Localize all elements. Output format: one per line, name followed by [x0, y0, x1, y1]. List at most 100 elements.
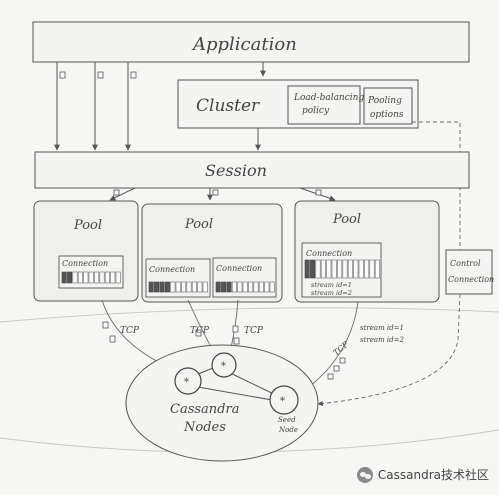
stream-slot [197, 281, 203, 293]
cassandra-node-2 [211, 352, 237, 378]
stream-slot [253, 281, 259, 293]
seed-node-label-line2: Node [278, 426, 298, 434]
stream-slot [242, 281, 248, 293]
pooling-label-line2: options [370, 110, 404, 120]
pool-2-connection-b: Connection [212, 257, 277, 298]
stream-slot [304, 259, 310, 279]
stream-slot [175, 281, 181, 293]
pool-2: Pool Connection Connection [141, 203, 283, 303]
control-to-seed-dashed-line [317, 293, 461, 407]
pooling-label-line1: Pooling [367, 96, 402, 106]
tcp-label-4: TCP [332, 339, 351, 357]
stream-slot [170, 281, 176, 293]
stream-slot [83, 271, 89, 284]
stream-slot [221, 281, 227, 293]
pool-3-stream-1: stream id=1 [311, 281, 352, 289]
control-connection-dashed-line [412, 121, 461, 250]
seed-node-label-line1: Seed [278, 416, 296, 424]
stream-slot [88, 271, 94, 284]
pool-1-connection: Connection [58, 255, 124, 289]
right-stream-1: stream id=1 [360, 324, 404, 332]
stream-slot [237, 281, 243, 293]
pool-2-label: Pool [184, 217, 213, 232]
stream-slot [72, 271, 78, 284]
tcp-label-3: TCP [244, 326, 264, 336]
stream-slot [110, 271, 116, 284]
stream-slot [248, 281, 254, 293]
cassandra-label-line1: Cassandra [170, 402, 239, 417]
stream-slot [226, 281, 232, 293]
pool-1: Pool Connection [33, 200, 139, 302]
stream-slot [186, 281, 192, 293]
stream-slot [94, 271, 100, 284]
pool-2-connection-a-label: Connection [149, 265, 195, 274]
wechat-icon [356, 466, 373, 483]
pool-1-label: Pool [73, 218, 102, 233]
node-1-star: * [184, 377, 189, 388]
cassandra-node-1 [174, 367, 202, 395]
stream-slot [148, 281, 154, 293]
stream-slot [115, 271, 121, 284]
session-box: Session [34, 151, 470, 189]
stream-slot [264, 281, 270, 293]
application-box: Application [32, 21, 470, 63]
stream-slot [358, 259, 364, 279]
pool-1-connection-label: Connection [62, 259, 108, 268]
stream-slot [342, 259, 348, 279]
stream-slot [202, 281, 208, 293]
pool-2-connection-b-label: Connection [216, 264, 262, 273]
stream-slot [374, 259, 380, 279]
control-connection-box: Control Connection [445, 249, 494, 295]
stream-slot [337, 259, 343, 279]
pooling-options-box: Pooling options [363, 87, 413, 125]
stream-slot [99, 271, 105, 284]
stream-slot [310, 259, 316, 279]
seed-node-star: * [280, 396, 285, 407]
stream-slot [269, 281, 275, 293]
control-connection-label-line1: Control [450, 259, 481, 268]
cluster-label: Cluster [196, 96, 260, 116]
stream-slot [364, 259, 370, 279]
control-connection-label-line2: Connection [448, 275, 494, 284]
stream-slot [191, 281, 197, 293]
tcp-label-1: TCP [120, 326, 140, 336]
cassandra-seed-node [269, 385, 299, 415]
stream-slot [353, 259, 359, 279]
watermark: Cassandra技术社区 [356, 466, 489, 483]
pool-3-connection: Connection stream id=1 stream id=2 [301, 242, 382, 298]
stream-slot [258, 281, 264, 293]
stream-slot [154, 281, 160, 293]
session-pool-arrows [109, 187, 336, 202]
stream-slot [181, 281, 187, 293]
pool-3: Pool Connection stream id=1 stream id=2 [294, 200, 440, 303]
application-label: Application [191, 34, 297, 55]
load-balancing-policy-box: Load-balancing policy [287, 85, 364, 125]
stream-slot [77, 271, 83, 284]
watermark-text: Cassandra技术社区 [377, 468, 489, 482]
cassandra-nodes-cluster: * * * Cassandra Nodes Seed Node [125, 344, 319, 462]
node-2-star: * [221, 361, 226, 372]
stream-slot [369, 259, 375, 279]
background-sketch-line [0, 307, 499, 323]
stream-slot [104, 271, 110, 284]
stream-slot [67, 271, 73, 284]
stream-slot [320, 259, 326, 279]
stream-slot [61, 271, 67, 284]
stream-slot [315, 259, 321, 279]
pool-3-stream-2: stream id=2 [311, 289, 352, 297]
tcp-label-2: TCP [190, 326, 210, 336]
stream-slot [347, 259, 353, 279]
stream-slot [159, 281, 165, 293]
right-stream-2: stream id=2 [360, 336, 405, 344]
pool-3-label: Pool [332, 212, 361, 227]
pool-2-connection-a: Connection [145, 258, 211, 298]
session-label: Session [205, 161, 267, 180]
stream-slot [331, 259, 337, 279]
stream-slot [326, 259, 332, 279]
load-balancing-label-line2: policy [302, 106, 330, 116]
stream-slot [231, 281, 237, 293]
stream-slot [164, 281, 170, 293]
cassandra-label-line2: Nodes [183, 420, 226, 435]
application-session-arrows [54, 62, 266, 151]
